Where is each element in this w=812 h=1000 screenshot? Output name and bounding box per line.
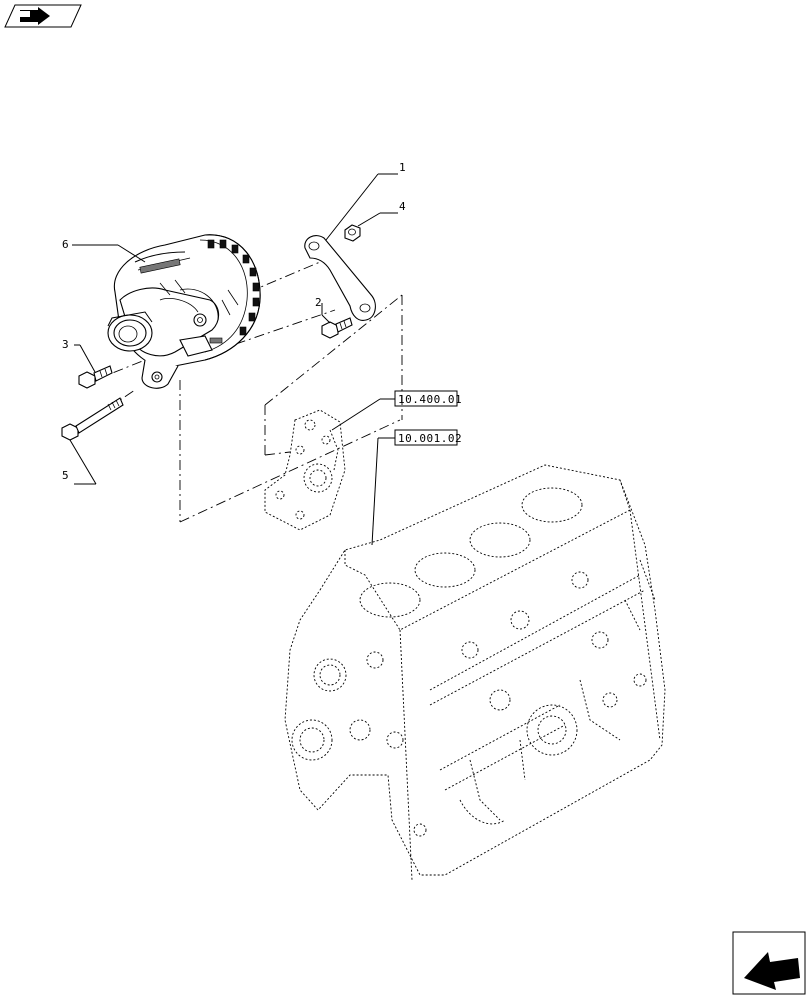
callout-6: 6 xyxy=(62,238,146,263)
bolt-long xyxy=(61,397,124,441)
callout-label-5: 5 xyxy=(62,469,69,482)
next-page-arrow-icon[interactable] xyxy=(732,931,806,995)
callout-1: 1 xyxy=(325,161,406,241)
adjusting-strap xyxy=(304,235,376,321)
callout-label-4: 4 xyxy=(399,200,406,213)
nut xyxy=(344,224,361,242)
callout-4: 4 xyxy=(357,200,406,227)
reference-label-bracket: 10.400.01 xyxy=(398,393,462,406)
reference-bracket[interactable]: 10.400.01 xyxy=(331,390,462,431)
bolt-medium xyxy=(78,365,113,389)
reference-label-block: 10.001.02 xyxy=(398,432,462,445)
callout-3: 3 xyxy=(62,338,96,373)
navigation-arrow-icon[interactable] xyxy=(4,4,82,28)
alternator xyxy=(107,234,261,389)
callout-label-6: 6 xyxy=(62,238,69,251)
callout-label-1: 1 xyxy=(399,161,406,174)
assembly-centerlines xyxy=(74,261,403,523)
bolt-short xyxy=(321,317,353,339)
mounting-bracket xyxy=(264,409,346,531)
callout-label-2: 2 xyxy=(315,296,322,309)
engine-block xyxy=(284,464,666,881)
reference-block[interactable]: 10.001.02 xyxy=(371,429,462,546)
callout-2: 2 xyxy=(315,296,331,324)
callout-label-3: 3 xyxy=(62,338,69,351)
callout-5: 5 xyxy=(62,439,97,485)
